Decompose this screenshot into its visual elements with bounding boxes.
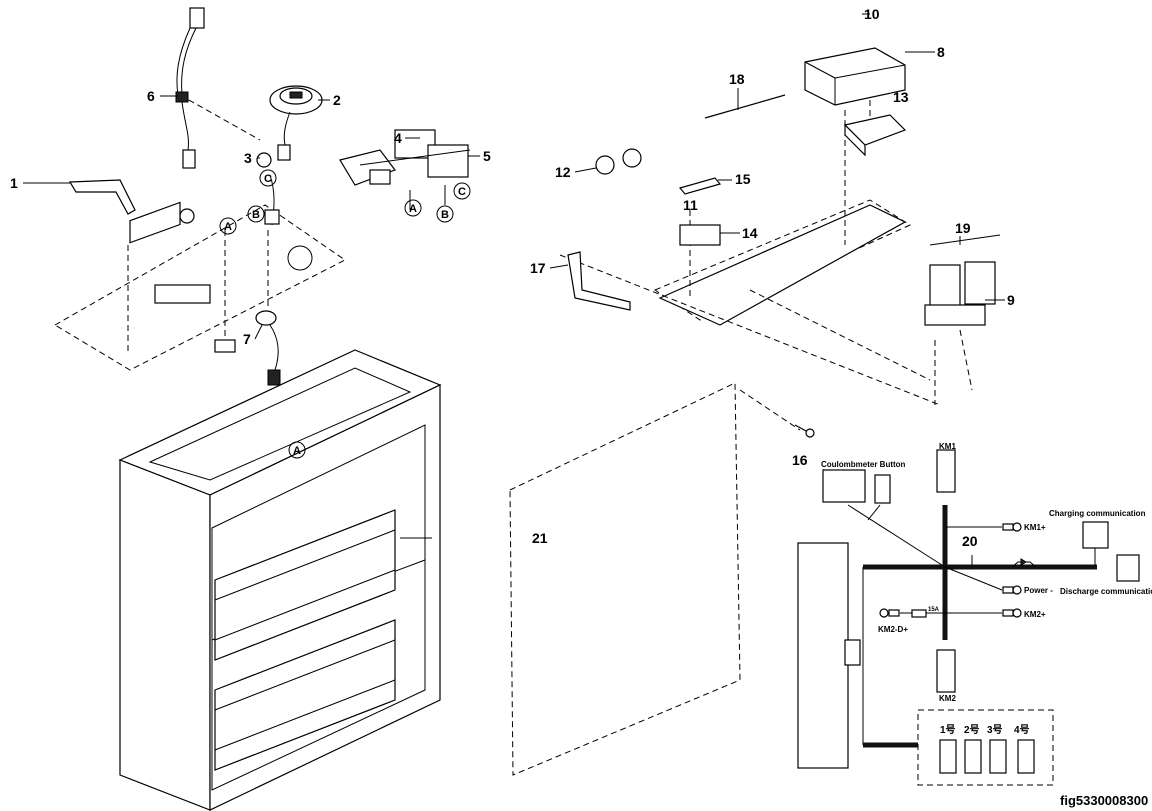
clip-part-15 bbox=[678, 177, 722, 195]
multi-pin-connector bbox=[797, 542, 861, 769]
svg-text:A: A bbox=[293, 445, 301, 457]
slot-group bbox=[917, 709, 1054, 786]
svg-text:A: A bbox=[224, 221, 232, 233]
wiring-harness: KM1 KM2 Coulombmeter Button Charging com… bbox=[797, 442, 1152, 786]
svg-text:21: 21 bbox=[532, 530, 548, 546]
lower-grommet-part bbox=[255, 310, 281, 386]
svg-text:16: 16 bbox=[792, 452, 808, 468]
svg-text:2: 2 bbox=[333, 92, 341, 108]
right-mounting-bracket bbox=[559, 70, 973, 406]
svg-text:KM2+: KM2+ bbox=[1024, 610, 1046, 619]
svg-text:1号: 1号 bbox=[940, 724, 956, 736]
svg-text:17: 17 bbox=[530, 260, 546, 276]
svg-text:1: 1 bbox=[10, 175, 18, 191]
svg-text:KM1: KM1 bbox=[939, 442, 956, 451]
battery-cabinet bbox=[118, 349, 442, 811]
svg-text:12: 12 bbox=[555, 164, 571, 180]
svg-text:4: 4 bbox=[394, 130, 402, 146]
svg-text:KM2: KM2 bbox=[939, 694, 956, 703]
cable-part bbox=[175, 7, 205, 169]
svg-text:C: C bbox=[264, 173, 272, 185]
svg-text:19: 19 bbox=[955, 220, 971, 236]
svg-text:B: B bbox=[252, 209, 260, 221]
svg-text:7: 7 bbox=[243, 331, 251, 347]
km2-connector bbox=[936, 649, 956, 693]
sensor-part-13 bbox=[843, 114, 907, 157]
svg-text:Coulombmeter Button: Coulombmeter Button bbox=[821, 460, 906, 469]
circled-letter-markers: C A B A B C A bbox=[219, 169, 471, 459]
svg-text:Discharge communication: Discharge communication bbox=[1060, 587, 1152, 596]
battery-module-lower bbox=[214, 619, 396, 771]
charging-comm-connector bbox=[1082, 521, 1109, 549]
button-connector bbox=[874, 474, 891, 504]
cover-panel bbox=[509, 382, 741, 776]
bus-bar-part-18 bbox=[704, 94, 786, 119]
left-mounting-plate bbox=[54, 94, 346, 371]
battery-module-upper bbox=[214, 509, 396, 661]
figure-id: fig5330008300 bbox=[1060, 793, 1148, 808]
svg-text:Power -: Power - bbox=[1024, 586, 1053, 595]
grommet-part bbox=[256, 152, 280, 226]
svg-text:Charging communication: Charging communication bbox=[1049, 509, 1146, 518]
svg-text:18: 18 bbox=[729, 71, 745, 87]
svg-text:3号: 3号 bbox=[987, 724, 1003, 736]
svg-text:10: 10 bbox=[864, 6, 880, 22]
svg-text:6: 6 bbox=[147, 88, 155, 104]
screw-part-16 bbox=[794, 424, 815, 438]
bracket-part-17 bbox=[567, 251, 631, 311]
svg-text:15: 15 bbox=[735, 171, 751, 187]
svg-text:15A: 15A bbox=[928, 607, 940, 613]
svg-text:2号: 2号 bbox=[964, 724, 980, 736]
svg-text:14: 14 bbox=[742, 225, 758, 241]
ferrite-parts-12 bbox=[595, 148, 642, 175]
svg-text:KM2-D+: KM2-D+ bbox=[878, 625, 908, 634]
callout-labels: 1 2 3 4 5 6 7 8 9 10 11 12 13 14 15 16 1… bbox=[10, 6, 1015, 549]
switch-assembly-part bbox=[339, 129, 471, 210]
svg-text:4号: 4号 bbox=[1014, 724, 1030, 736]
discharge-comm-connector bbox=[1116, 554, 1140, 582]
contactor-part-9 bbox=[924, 234, 1001, 326]
svg-text:11: 11 bbox=[683, 197, 698, 213]
svg-text:8: 8 bbox=[937, 44, 945, 60]
fuse-holder-part-14 bbox=[679, 224, 721, 246]
svg-text:C: C bbox=[458, 186, 466, 198]
km1-connector bbox=[936, 449, 956, 493]
svg-text:B: B bbox=[441, 209, 449, 221]
svg-text:3: 3 bbox=[244, 150, 252, 166]
svg-text:20: 20 bbox=[962, 533, 978, 549]
relay-part-8 bbox=[804, 47, 906, 106]
gauge-part bbox=[269, 85, 323, 161]
coulombmeter-connector bbox=[822, 469, 866, 503]
fuse-icon bbox=[911, 609, 927, 618]
svg-text:KM1+: KM1+ bbox=[1024, 523, 1046, 532]
handle-part bbox=[68, 179, 136, 215]
svg-text:9: 9 bbox=[1007, 292, 1015, 308]
svg-text:13: 13 bbox=[893, 89, 909, 105]
svg-text:A: A bbox=[409, 203, 417, 215]
svg-text:5: 5 bbox=[483, 148, 491, 164]
